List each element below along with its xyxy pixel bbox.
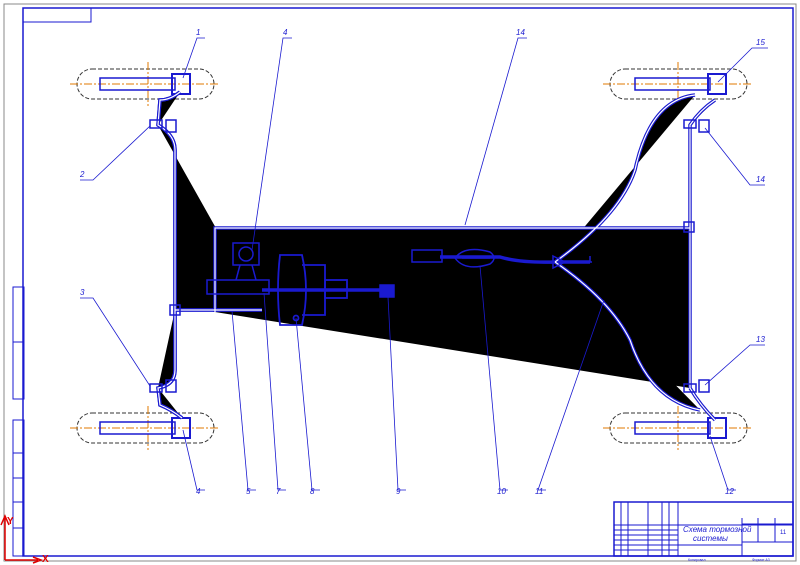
sheet-number: 11 [780,530,787,536]
label-5: 5 [246,487,251,496]
title-block [613,501,794,557]
brake-pipes [158,92,715,420]
label-7: 7 [276,487,281,496]
leader-lines [80,37,768,491]
copied-label: Копировал [688,558,706,562]
label-9: 9 [396,487,401,496]
label-1: 1 [196,28,200,37]
label-11: 11 [535,487,543,496]
label-4: 4 [196,487,201,496]
label-2: 2 [79,170,85,179]
left-margin-stamp [12,286,25,557]
label-8: 8 [310,487,315,496]
parking-brake-lever [411,248,495,268]
format-label: Формат A3 [752,558,770,562]
vacuum-booster [277,254,348,326]
label-13: 13 [756,335,765,344]
sheet-outer-border [3,3,797,562]
wheel-rear-right [603,406,753,450]
label-12: 12 [725,487,734,496]
label-3: 3 [80,288,85,297]
title-line-1: Схема тормозной [683,525,752,534]
label-14-right: 14 [756,175,765,184]
title-line-2: системы [693,534,728,543]
brake-hose-fittings [149,119,710,393]
wheel-rear-left [70,406,220,450]
wheel-front-left [70,62,220,106]
cable-equalizer [552,254,592,270]
label-15: 15 [756,38,765,47]
label-4-top: 4 [283,28,288,37]
drawing-frame [22,7,794,557]
x-axis-label: X [42,554,49,565]
top-left-stamp [22,7,92,23]
label-10: 10 [497,487,506,496]
pipe-inner [157,91,716,421]
label-14-top: 14 [516,28,525,37]
brake-pedal-link [379,284,395,298]
master-cylinder [206,242,270,295]
ucs-icon [0,514,44,564]
y-axis-label: Y [7,516,14,527]
